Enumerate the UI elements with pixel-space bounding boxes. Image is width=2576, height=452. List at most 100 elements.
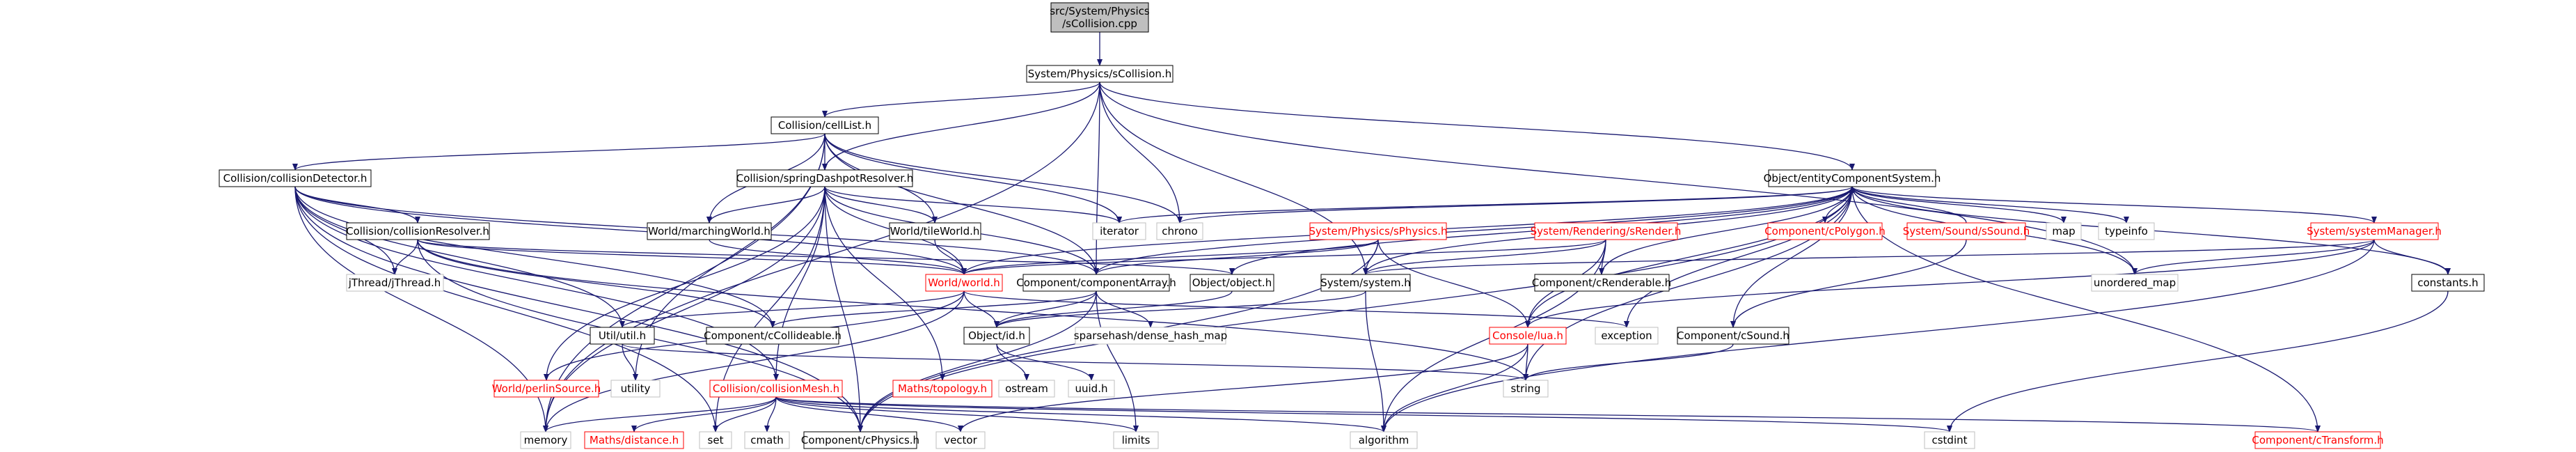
edge-collisiondetector-to-set (294, 186, 718, 432)
node-chrono[interactable]: chrono (1156, 222, 1203, 240)
node-algorithm-label: algorithm (1359, 434, 1409, 446)
node-cphysics-label: Component/cPhysics.h (801, 434, 919, 446)
edge-sphysics-to-world (961, 239, 1379, 275)
edge-springdashpot-to-perlin (544, 186, 825, 381)
node-root-label-line1: src/System/Physics (1050, 5, 1150, 17)
node-componentarray[interactable]: Component/componentArray.h (1016, 274, 1176, 292)
node-sparsehash[interactable]: sparsehash/dense_hash_map (1074, 327, 1227, 345)
node-collisiondetector[interactable]: Collision/collisionDetector.h (219, 169, 372, 187)
edge-componentarray-to-objectid (994, 290, 1097, 328)
node-memory[interactable]: memory (520, 431, 571, 449)
node-systemmanager[interactable]: System/systemManager.h (2307, 222, 2442, 240)
node-perlin-label: World/perlinSource.h (492, 382, 601, 395)
node-scollision-label: System/Physics/sCollision.h (1028, 68, 1171, 80)
node-algorithm[interactable]: algorithm (1350, 431, 1418, 449)
edge-system-to-objectid (994, 290, 1366, 328)
node-ssound[interactable]: System/Sound/sSound.h (1903, 222, 2030, 240)
node-unorderedmap[interactable]: unordered_map (2091, 274, 2179, 292)
node-crenderable[interactable]: Component/cRenderable.h (1532, 274, 1671, 292)
node-set[interactable]: set (699, 431, 732, 449)
edge-sphysics-to-componentarray (1093, 239, 1379, 275)
node-lua[interactable]: Console/lua.h (1489, 327, 1567, 345)
node-cphysics[interactable]: Component/cPhysics.h (801, 431, 919, 449)
edge-entitysystem-to-systemmanager (1851, 186, 2377, 224)
node-collisionresolver[interactable]: Collision/collisionResolver.h (346, 222, 490, 240)
node-cmath[interactable]: cmath (744, 431, 790, 449)
node-iterator[interactable]: iterator (1092, 222, 1146, 240)
edge-world-to-util (619, 290, 965, 328)
node-ctransform[interactable]: Component/cTransform.h (2252, 431, 2384, 449)
node-string[interactable]: string (1503, 380, 1549, 398)
node-crenderable-label: Component/cRenderable.h (1532, 276, 1671, 289)
node-utility[interactable]: utility (610, 380, 661, 398)
node-ccollideable-label: Component/cCollideable.h (704, 329, 841, 342)
node-objectid[interactable]: Object/id.h (963, 327, 1030, 345)
node-springdashpot-label: Collision/springDashpotResolver.h (736, 172, 914, 185)
node-vector[interactable]: vector (935, 431, 986, 449)
node-root: src/System/Physics /sCollision.cpp (1050, 2, 1150, 33)
node-collisionmesh[interactable]: Collision/collisionMesh.h (709, 380, 843, 398)
edge-collisionmesh-to-distance (631, 396, 777, 432)
edge-collisionresolver-to-ccollideable (417, 239, 775, 328)
edge-world-to-exception (963, 290, 1629, 328)
node-chrono-label: chrono (1162, 225, 1197, 237)
node-srender[interactable]: System/Rendering/sRender.h (1531, 222, 1682, 240)
edge-srender-to-world (961, 239, 1606, 275)
edge-objectid-to-ostream (996, 343, 1029, 381)
edge-scollision-to-springdashpot (822, 81, 1100, 171)
node-entitysystem-label: Object/entityComponentSystem.h (1764, 172, 1941, 185)
node-objectid-label: Object/id.h (968, 329, 1025, 342)
node-limits[interactable]: limits (1113, 431, 1159, 449)
node-typeinfo-label: typeinfo (2105, 225, 2148, 237)
edge-entitysystem-to-typeinfo (1851, 186, 2129, 224)
node-tileworld[interactable]: World/tileWorld.h (889, 222, 981, 240)
node-system[interactable]: System/system.h (1320, 274, 1411, 292)
node-springdashpot[interactable]: Collision/springDashpotResolver.h (736, 169, 914, 187)
edge-objectid-to-uuid (996, 343, 1094, 381)
edge-system-to-algorithm (1365, 290, 1386, 432)
edge-lua-to-vector (958, 343, 1528, 432)
edge-componentarray-to-limits (1096, 290, 1139, 432)
node-constants[interactable]: constants.h (2411, 274, 2485, 292)
node-scollision[interactable]: System/Physics/sCollision.h (1026, 65, 1174, 83)
node-topology-label: Maths/topology.h (898, 382, 987, 395)
node-collisionmesh-label: Collision/collisionMesh.h (713, 382, 839, 395)
node-cstdint[interactable]: cstdint (1924, 431, 1975, 449)
node-sphysics[interactable]: System/Physics/sPhysics.h (1309, 222, 1448, 240)
node-csound[interactable]: Component/cSound.h (1677, 327, 1789, 345)
node-ssound-label: System/Sound/sSound.h (1903, 225, 2030, 237)
edge-collisionmesh-to-cstdint (775, 396, 1952, 432)
node-marchingworld[interactable]: World/marchingWorld.h (647, 222, 772, 240)
node-cpolygon[interactable]: Component/cPolygon.h (1764, 222, 1886, 240)
node-util[interactable]: Util/util.h (590, 327, 655, 345)
node-celllist[interactable]: Collision/cellList.h (771, 116, 879, 134)
node-entitysystem[interactable]: Object/entityComponentSystem.h (1764, 169, 1941, 187)
edge-collisionmesh-to-set (713, 396, 777, 432)
node-typeinfo[interactable]: typeinfo (2098, 222, 2155, 240)
edge-componentarray-to-ccollideable (770, 290, 1097, 328)
edge-util-to-utility (622, 343, 638, 381)
edge-object-to-objectid (994, 290, 1233, 328)
node-topology[interactable]: Maths/topology.h (892, 380, 993, 398)
node-jthread[interactable]: jThread/jThread.h (346, 274, 444, 292)
node-uuid[interactable]: uuid.h (1068, 380, 1115, 398)
node-distance[interactable]: Maths/distance.h (584, 431, 684, 449)
node-uuid-label: uuid.h (1075, 382, 1108, 395)
node-perlin[interactable]: World/perlinSource.h (492, 380, 601, 398)
edge-celllist-to-collisiondetector (292, 133, 825, 171)
node-string-label: string (1510, 382, 1540, 395)
node-map[interactable]: map (2046, 222, 2082, 240)
node-ccollideable[interactable]: Component/cCollideable.h (704, 327, 841, 345)
node-exception[interactable]: exception (1595, 327, 1659, 345)
node-srender-label: System/Rendering/sRender.h (1531, 225, 1682, 237)
node-collisiondetector-label: Collision/collisionDetector.h (223, 172, 368, 185)
edge-lua-to-algorithm (1381, 343, 1528, 432)
node-limits-label: limits (1122, 434, 1151, 446)
edge-scollision-to-entitysystem (1099, 81, 1855, 171)
graph-nodes: src/System/Physics /sCollision.cpp Syste… (219, 2, 2485, 449)
node-object-label: Object/object.h (1192, 276, 1272, 289)
node-object[interactable]: Object/object.h (1190, 274, 1274, 292)
node-world[interactable]: World/world.h (925, 274, 1003, 292)
node-ostream[interactable]: ostream (998, 380, 1055, 398)
